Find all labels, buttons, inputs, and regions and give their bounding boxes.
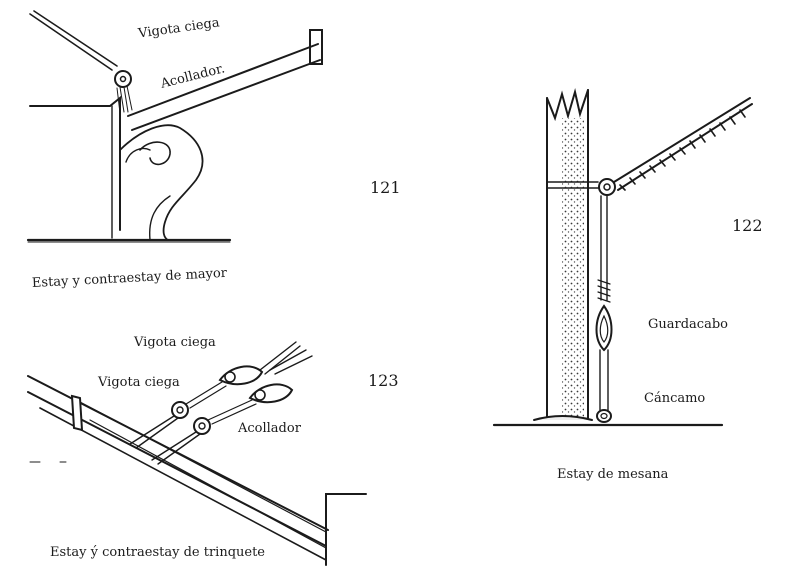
fig122-label-guardacabo: Guardacabo <box>648 317 728 332</box>
fig122-label-cancamo: Cáncamo <box>644 391 706 406</box>
fig123-label-acollador: Acollador <box>238 421 301 436</box>
fig123-label-vigota-top: Vigota ciega <box>134 335 216 350</box>
fig122-number: 122 <box>732 216 763 235</box>
fig121-number: 121 <box>370 178 401 197</box>
fig123-number: 123 <box>368 371 399 390</box>
fig123-caption: Estay ý contraestay de trinquete <box>50 545 265 560</box>
fig123-label-vigota-mid: Vigota ciega <box>98 375 180 390</box>
fig122-caption: Estay de mesana <box>557 467 669 482</box>
